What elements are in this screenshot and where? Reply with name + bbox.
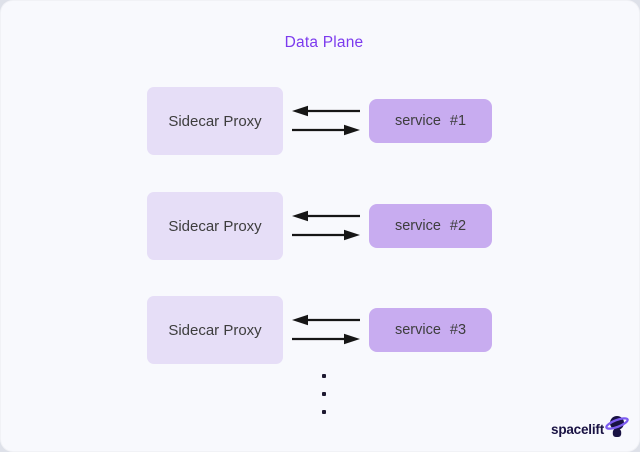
continuation-dot [322, 374, 326, 378]
arrow-right-icon [292, 333, 360, 345]
arrow-left-icon [292, 210, 360, 222]
arrow-left-icon [292, 314, 360, 326]
service-box: service #2 [369, 204, 492, 248]
continuation-dots [322, 374, 326, 414]
continuation-dot [322, 392, 326, 396]
sidecar-proxy-label: Sidecar Proxy [168, 321, 262, 339]
service-row: Sidecar Proxy service #3 [0, 296, 640, 364]
continuation-dot [322, 410, 326, 414]
spacelift-astronaut-icon [605, 416, 629, 437]
sidecar-proxy-box: Sidecar Proxy [147, 87, 283, 155]
service-label: service #2 [394, 218, 467, 234]
sidecar-proxy-box: Sidecar Proxy [147, 192, 283, 260]
arrow-right-icon [292, 124, 360, 136]
service-label: service #3 [394, 322, 467, 338]
brand-name: spacelift [551, 421, 604, 437]
diagram-title: Data Plane [284, 34, 364, 51]
service-row: Sidecar Proxy service #1 [0, 87, 640, 155]
service-box: service #3 [369, 308, 492, 352]
sidecar-proxy-label: Sidecar Proxy [168, 217, 262, 235]
brand-watermark: spacelift [551, 416, 629, 442]
arrow-left-icon [292, 105, 360, 117]
sidecar-proxy-label: Sidecar Proxy [168, 112, 262, 130]
arrow-right-icon [292, 229, 360, 241]
service-row: Sidecar Proxy service #2 [0, 192, 640, 260]
service-label: service #1 [394, 113, 467, 129]
service-box: service #1 [369, 99, 492, 143]
sidecar-proxy-box: Sidecar Proxy [147, 296, 283, 364]
